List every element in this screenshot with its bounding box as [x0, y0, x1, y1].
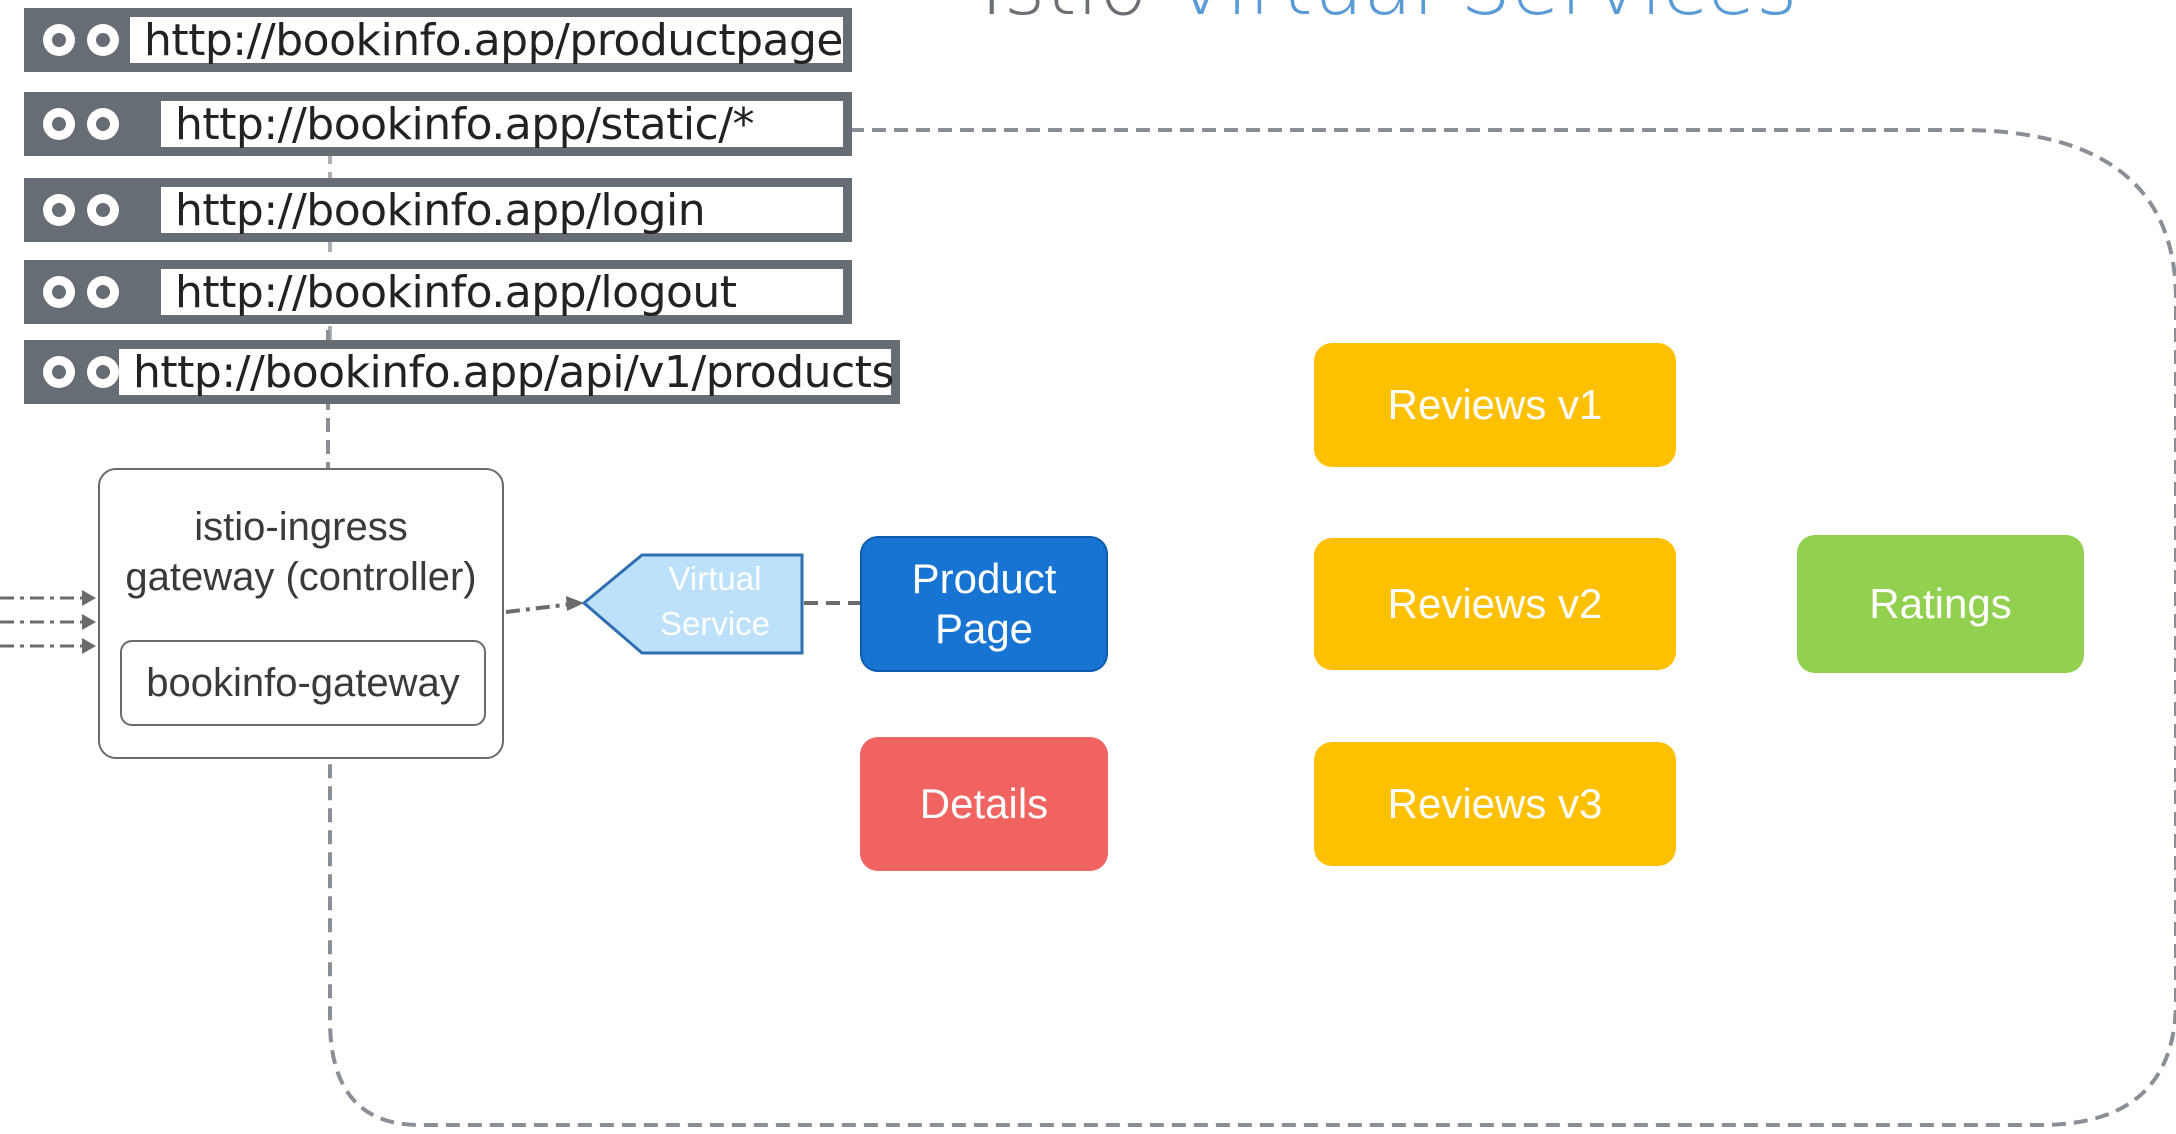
url-bar-dots: [33, 269, 161, 315]
vs-label-line2: Service: [659, 605, 771, 642]
gateway-to-vs-line: [505, 602, 573, 614]
virtual-service-label[interactable]: Virtual Service: [640, 556, 790, 646]
url-text: http://bookinfo.app/api/v1/products: [133, 346, 894, 398]
incoming-arrows: [0, 590, 96, 654]
ratings-service[interactable]: Ratings: [1797, 535, 2084, 673]
dot-icon: [87, 24, 119, 56]
url-text: http://bookinfo.app/productpage: [143, 14, 844, 66]
vs-label-line1: Virtual: [668, 560, 762, 597]
url-bar-static[interactable]: http://bookinfo.app/static/*: [24, 92, 852, 156]
title-accent: Virtual Services: [1173, 0, 1797, 33]
url-text: http://bookinfo.app/static/*: [175, 98, 755, 150]
details-service[interactable]: Details: [860, 737, 1108, 871]
ingress-gateway-title: istio-ingress gateway (controller): [100, 502, 502, 602]
virtual-service-shape: [581, 553, 804, 655]
product-page-service[interactable]: Product Page: [860, 536, 1108, 672]
dot-icon: [43, 356, 75, 388]
reviews-v3-service[interactable]: Reviews v3: [1314, 742, 1676, 866]
dot-icon: [43, 24, 75, 56]
dot-icon: [43, 194, 75, 226]
url-bar-login[interactable]: http://bookinfo.app/login: [24, 178, 852, 242]
dot-icon: [87, 356, 119, 388]
url-bar-api-products[interactable]: http://bookinfo.app/api/v1/products: [24, 340, 900, 404]
url-bar-dots: [33, 349, 119, 395]
url-text: http://bookinfo.app/logout: [175, 266, 737, 318]
url-bar-dots: [33, 187, 161, 233]
reviews-v2-service[interactable]: Reviews v2: [1314, 538, 1676, 670]
ingress-gateway-box[interactable]: istio-ingress gateway (controller) booki…: [98, 468, 504, 759]
gateway-to-vs-arrowhead: [566, 596, 584, 611]
dot-icon: [87, 108, 119, 140]
product-page-line2: Page: [934, 605, 1034, 652]
mesh-boundary: [328, 128, 2176, 1127]
url-bar-dots: [33, 17, 130, 63]
dot-icon: [87, 276, 119, 308]
gateway-title-line1: istio-ingress: [194, 505, 408, 549]
gateway-title-line2: gateway (controller): [125, 555, 477, 599]
reviews-v1-service[interactable]: Reviews v1: [1314, 343, 1676, 467]
url-bar-productpage[interactable]: http://bookinfo.app/productpage: [24, 8, 852, 72]
url-bar-logout[interactable]: http://bookinfo.app/logout: [24, 260, 852, 324]
url-text: http://bookinfo.app/login: [175, 184, 706, 236]
dot-icon: [87, 194, 119, 226]
dot-icon: [43, 276, 75, 308]
bookinfo-gateway-box[interactable]: bookinfo-gateway: [120, 640, 486, 726]
title-prefix: Istio: [980, 0, 1148, 33]
dot-icon: [43, 108, 75, 140]
product-page-line1: Product: [911, 555, 1057, 602]
url-bar-dots: [33, 101, 161, 147]
diagram-title: Istio Virtual Services: [980, 0, 1797, 33]
